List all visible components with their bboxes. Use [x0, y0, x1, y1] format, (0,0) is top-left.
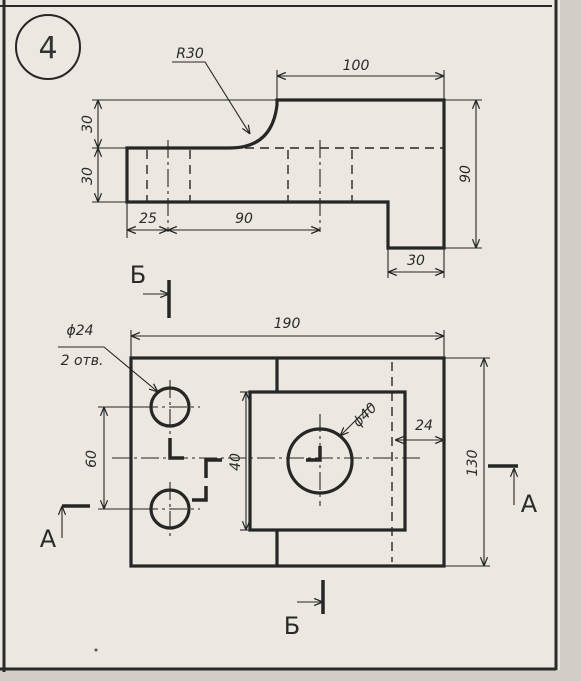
dim-130: 130 — [465, 450, 481, 477]
dim-40: 40 — [228, 453, 244, 471]
dim-r30: R30 — [176, 46, 204, 62]
section-cut-lower — [192, 486, 208, 502]
task-number: 4 — [38, 31, 57, 66]
top-view-outline — [129, 356, 446, 568]
section-a-left-label: A — [40, 525, 57, 553]
dim-30-upper: 30 — [80, 115, 96, 133]
front-view-outline — [125, 98, 446, 250]
dim-30-lower: 30 — [80, 167, 96, 185]
dim-90-holes: 90 — [235, 211, 253, 227]
dim-hole-count: 2 отв. — [61, 353, 104, 369]
section-cut-upper — [168, 438, 184, 460]
paper-speck — [94, 648, 98, 652]
dim-60: 60 — [84, 450, 100, 468]
section-b-bottom-label: Б — [284, 612, 300, 640]
dim-30-foot: 30 — [407, 253, 425, 269]
leader-phi24 — [58, 346, 158, 392]
section-cut-boss — [306, 446, 322, 462]
dim-24: 24 — [415, 418, 433, 434]
front-view: R30 100 30 30 90 25 90 30 — [80, 46, 482, 278]
task-number-circle — [15, 14, 81, 80]
dim-phi24: ϕ24 — [66, 323, 93, 339]
dim-25: 25 — [139, 211, 157, 227]
section-b-top-label: Б — [130, 261, 146, 289]
dim-190: 190 — [274, 316, 301, 332]
leader-r30 — [172, 61, 250, 134]
section-marks: Б Б A A — [40, 261, 538, 640]
section-a-right-label: A — [521, 490, 538, 518]
dim-90-height: 90 — [458, 165, 474, 183]
section-cut-mid — [204, 458, 222, 478]
dim-100: 100 — [343, 58, 370, 74]
leader-phi40 — [340, 403, 373, 436]
